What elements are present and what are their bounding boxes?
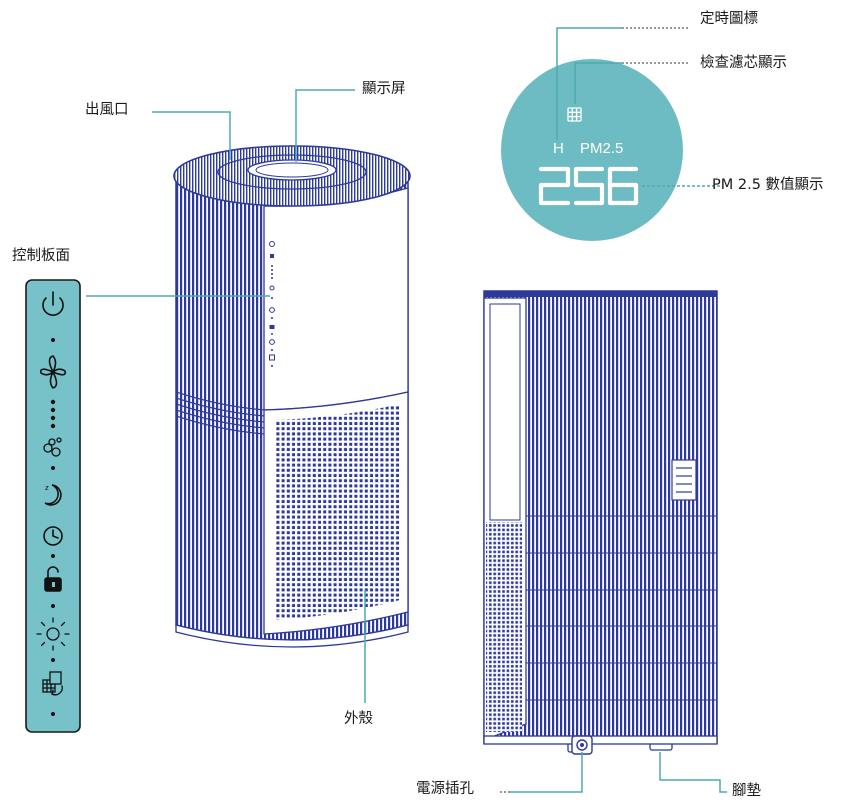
control-panel-strip: z	[25, 279, 81, 733]
label-filter-check: 檢查濾芯顯示	[700, 55, 787, 71]
label-display-screen: 顯示屏	[362, 81, 406, 97]
svg-text:z: z	[45, 484, 49, 492]
lock-icon[interactable]	[44, 566, 62, 592]
filter-grid-icon	[567, 107, 582, 122]
pm-value-digits	[538, 166, 639, 206]
filter-mode-icon[interactable]	[43, 437, 62, 457]
front-control-strip	[269, 241, 275, 367]
label-power-socket: 電源插孔	[416, 781, 474, 797]
leader-lines	[86, 27, 727, 793]
label-control-panel: 控制板面	[12, 248, 70, 264]
filter-reset-icon[interactable]	[42, 671, 63, 696]
display-closeup: H PM2.5	[501, 59, 683, 241]
label-foot-pad: 腳墊	[732, 783, 761, 799]
front-purifier-unit	[173, 145, 411, 648]
light-icon[interactable]	[36, 617, 70, 651]
fan-icon[interactable]	[39, 355, 67, 389]
label-pm-value-display: PM 2.5 數值顯示	[712, 177, 824, 193]
fan-speed-dots-icon	[50, 399, 56, 429]
display-mode-letter: H	[553, 140, 564, 157]
power-icon[interactable]	[42, 291, 64, 316]
label-air-outlet: 出風口	[85, 102, 129, 118]
sleep-icon[interactable]: z	[44, 484, 62, 506]
timer-icon[interactable]	[43, 526, 63, 546]
dotted-leader-ends	[498, 27, 690, 793]
back-purifier-unit	[483, 290, 718, 755]
label-timer-icon: 定時圖標	[700, 11, 758, 27]
label-housing: 外殼	[344, 711, 373, 727]
display-pm-label: PM2.5	[580, 140, 623, 157]
